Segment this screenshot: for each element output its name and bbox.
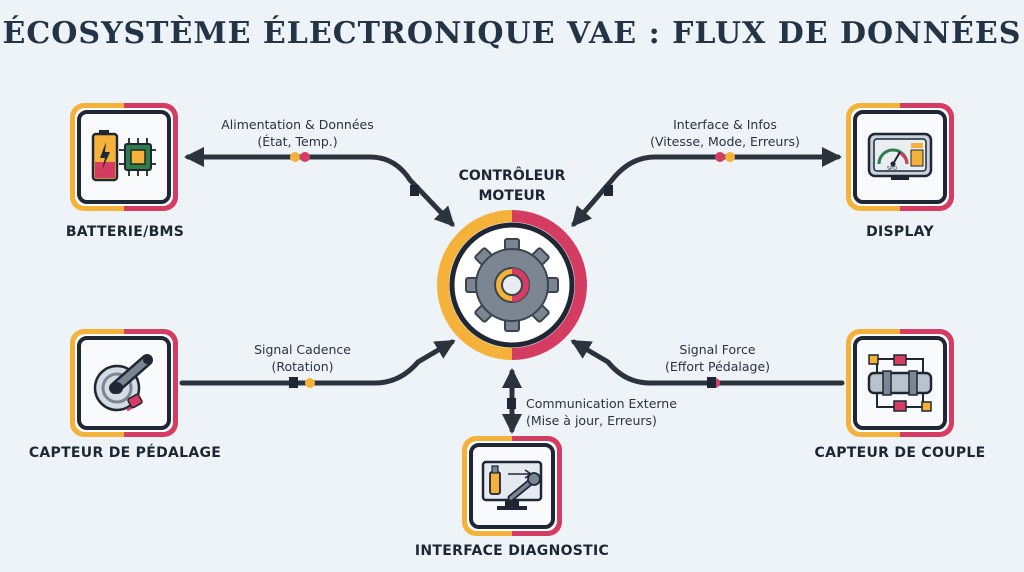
display-flow-line1: Interface & Infos: [673, 117, 777, 132]
controller-label-line2: MOTEUR: [478, 188, 546, 204]
display-flow-label: Interface & Infos (Vitesse, Mode, Erreur…: [630, 116, 820, 150]
flow-line-battery: [184, 147, 455, 227]
battery-flow-label: Alimentation & Données (État, Temp.): [210, 116, 385, 150]
diagnostic-flow-line2: (Mise à jour, Erreurs): [526, 413, 657, 428]
torque-flow-line2: (Effort Pédalage): [664, 359, 771, 374]
pedal-flow-line1: Signal Cadence: [254, 342, 351, 357]
torque-sensor-node: [846, 329, 954, 437]
battery-label: BATTERIE/BMS: [65, 224, 185, 240]
battery-flow-line2: (État, Temp.): [257, 134, 338, 149]
usb-wrench-icon: [481, 460, 543, 510]
torque-flow-line1: Signal Force: [679, 342, 756, 357]
display-flow-line2: (Vitesse, Mode, Erreurs): [650, 134, 800, 149]
controller-label: CONTRÔLEUR MOTEUR: [440, 166, 584, 206]
gear-icon: [465, 238, 559, 332]
display-label: DISPLAY: [866, 224, 934, 240]
torque-flow-label: Signal Force (Effort Pédalage): [640, 341, 795, 375]
pedal-sensor-label: CAPTEUR DE PÉDALAGE: [28, 445, 222, 461]
display-node: SPD: [846, 103, 954, 211]
diagnostic-flow-label: Communication Externe (Mise à jour, Erre…: [526, 395, 686, 429]
torque-sensor-icon: [867, 354, 933, 412]
torque-sensor-label: CAPTEUR DE COUPLE: [814, 445, 986, 461]
motor-controller-hub: [437, 210, 587, 360]
speedometer-icon: SPD: [867, 132, 933, 180]
pedal-flow-label: Signal Cadence (Rotation): [225, 341, 380, 375]
battery-flow-line1: Alimentation & Données: [221, 117, 374, 132]
battery-node: [70, 103, 178, 211]
pedal-flow-line2: (Rotation): [271, 359, 334, 374]
diagnostic-flow-line1: Communication Externe: [526, 396, 677, 411]
diagnostic-node: [462, 436, 562, 536]
flow-line-display: [571, 147, 842, 228]
diagnostic-label: INTERFACE DIAGNOSTIC: [414, 543, 610, 559]
display-screen-text: SPD: [887, 166, 897, 172]
pedal-sensor-node: [70, 329, 178, 437]
controller-label-line1: CONTRÔLEUR: [458, 168, 566, 184]
crank-sensor-icon: [93, 354, 153, 412]
flow-line-pedal: [179, 339, 456, 386]
signal-dots: [289, 152, 735, 409]
flow-line-torque: [570, 339, 845, 386]
battery-chip-icon: [91, 130, 156, 182]
diagram-title: ÉCOSYSTÈME ÉLECTRONIQUE VAE : FLUX DE DO…: [2, 16, 1022, 51]
